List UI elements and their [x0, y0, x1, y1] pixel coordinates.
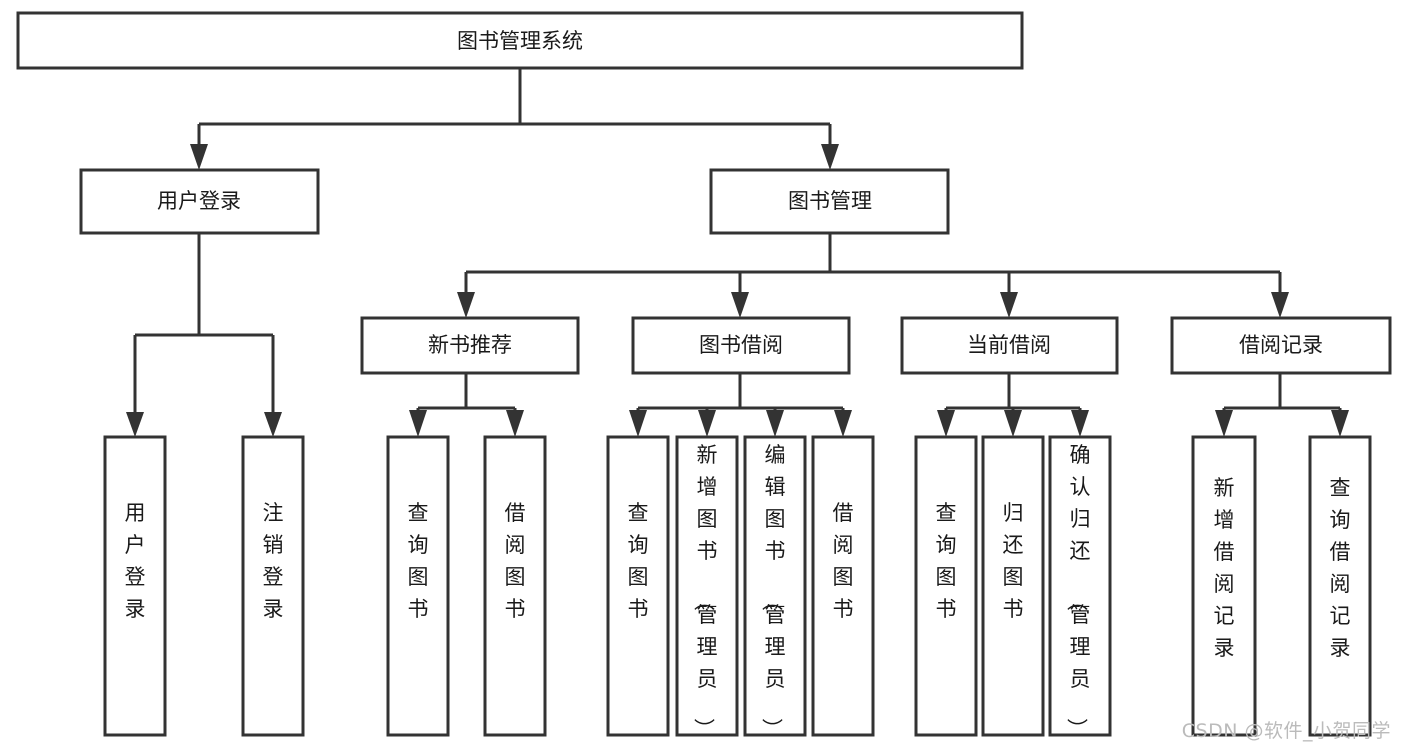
node-leaf-query-book-1-box[interactable]	[386, 435, 450, 737]
node-leaf-query-record[interactable]: 查询借阅记录	[1308, 435, 1372, 737]
node-leaf-add-book-label: 新增图书（管理员）	[692, 443, 718, 739]
connector-group-user-login	[126, 233, 282, 437]
node-current-borrow[interactable]: 当前借阅	[900, 316, 1119, 375]
node-leaf-add-record[interactable]: 新增借阅记录	[1191, 435, 1257, 737]
node-leaf-edit-book-box[interactable]	[743, 435, 807, 737]
node-user-login-box[interactable]	[79, 168, 320, 235]
node-leaf-logout-login[interactable]: 注销登录	[241, 435, 305, 737]
arrow-head-leaf-user-login	[126, 412, 144, 437]
node-book-borrow[interactable]: 图书借阅	[631, 316, 851, 375]
node-leaf-borrow-book-2[interactable]: 借阅图书	[811, 435, 875, 737]
node-leaf-borrow-book-2-label: 借阅图书	[833, 501, 854, 621]
arrow-head-borrow-record	[1271, 292, 1289, 318]
arrow-head-book-manage	[821, 144, 839, 170]
node-leaf-add-book[interactable]: 新增图书（管理员）	[675, 435, 739, 739]
arrow-head-leaf-query-book-3	[937, 410, 955, 437]
connector-group-new-book-recommend	[409, 373, 524, 437]
arrow-head-new-book-recommend	[457, 292, 475, 318]
node-leaf-query-book-2-box[interactable]	[606, 435, 670, 737]
node-book-borrow-label: 图书借阅	[699, 333, 783, 357]
node-leaf-edit-book[interactable]: 编辑图书（管理员）	[743, 435, 807, 739]
node-book-manage[interactable]: 图书管理	[709, 168, 950, 235]
node-borrow-record-box[interactable]	[1170, 316, 1392, 375]
node-leaf-confirm-return-box[interactable]	[1048, 435, 1112, 737]
arrow-head-leaf-logout-login	[264, 412, 282, 437]
node-new-book-recommend[interactable]: 新书推荐	[360, 316, 580, 375]
node-leaf-return-book-label: 归还图书	[1003, 501, 1024, 621]
node-root[interactable]: 图书管理系统	[16, 11, 1024, 70]
node-leaf-logout-login-box[interactable]	[241, 435, 305, 737]
node-borrow-record-label: 借阅记录	[1239, 333, 1323, 357]
connector-group-current-borrow	[937, 373, 1089, 437]
node-leaf-query-book-1-label: 查询图书	[408, 501, 429, 621]
node-leaf-edit-book-label: 编辑图书（管理员）	[760, 443, 786, 739]
node-current-borrow-label: 当前借阅	[967, 333, 1051, 357]
arrow-head-leaf-add-book	[698, 410, 716, 437]
node-book-borrow-box[interactable]	[631, 316, 851, 375]
node-leaf-borrow-book-2-box[interactable]	[811, 435, 875, 737]
node-leaf-borrow-book-1[interactable]: 借阅图书	[483, 435, 547, 737]
node-leaf-query-record-box[interactable]	[1308, 435, 1372, 737]
arrow-head-leaf-edit-book	[766, 410, 784, 437]
node-leaf-confirm-return[interactable]: 确认归还（管理员）	[1048, 435, 1112, 739]
node-leaf-logout-login-label: 注销登录	[263, 501, 284, 621]
node-leaf-add-record-box[interactable]	[1191, 435, 1257, 737]
node-leaf-query-book-3-label: 查询图书	[936, 501, 957, 621]
node-leaf-query-book-3[interactable]: 查询图书	[914, 435, 978, 737]
arrow-head-user-login	[190, 144, 208, 170]
connector-group-borrow-record	[1215, 373, 1349, 437]
node-book-manage-box[interactable]	[709, 168, 950, 235]
node-user-login-label: 用户登录	[157, 189, 241, 213]
node-new-book-recommend-label: 新书推荐	[428, 333, 512, 357]
node-root-label: 图书管理系统	[457, 29, 583, 53]
arrow-head-book-borrow	[731, 292, 749, 318]
arrow-head-leaf-return-book	[1004, 410, 1022, 437]
arrow-head-current-borrow	[1000, 292, 1018, 318]
node-leaf-user-login-box[interactable]	[103, 435, 167, 737]
node-leaf-query-book-1[interactable]: 查询图书	[386, 435, 450, 737]
connector-group-book-manage	[457, 233, 1289, 318]
node-leaf-user-login[interactable]: 用户登录	[103, 435, 167, 737]
node-current-borrow-box[interactable]	[900, 316, 1119, 375]
node-leaf-query-book-3-box[interactable]	[914, 435, 978, 737]
arrow-head-leaf-borrow-book-1	[506, 410, 524, 437]
node-leaf-borrow-book-1-box[interactable]	[483, 435, 547, 737]
node-borrow-record[interactable]: 借阅记录	[1170, 316, 1392, 375]
arrow-head-leaf-add-record	[1215, 410, 1233, 437]
node-leaf-borrow-book-1-label: 借阅图书	[505, 501, 526, 621]
connector-group-root	[190, 68, 839, 170]
arrow-head-leaf-borrow-book-2	[834, 410, 852, 437]
node-leaf-query-book-2[interactable]: 查询图书	[606, 435, 670, 737]
node-book-manage-label: 图书管理	[788, 189, 872, 213]
node-leaf-return-book[interactable]: 归还图书	[981, 435, 1045, 737]
node-new-book-recommend-box[interactable]	[360, 316, 580, 375]
arrow-head-leaf-query-book-2	[629, 410, 647, 437]
connector-group-book-borrow	[629, 373, 852, 437]
arrow-head-leaf-query-record	[1331, 410, 1349, 437]
node-leaf-confirm-return-label: 确认归还（管理员）	[1065, 443, 1091, 739]
node-leaf-query-record-label: 查询借阅记录	[1330, 476, 1351, 660]
node-leaf-user-login-label: 用户登录	[125, 501, 146, 621]
node-leaf-return-book-box[interactable]	[981, 435, 1045, 737]
arrow-head-leaf-confirm-return	[1071, 410, 1089, 437]
node-user-login[interactable]: 用户登录	[79, 168, 320, 235]
node-leaf-query-book-2-label: 查询图书	[628, 501, 649, 621]
node-leaf-add-record-label: 新增借阅记录	[1214, 476, 1235, 660]
node-root-box[interactable]	[16, 11, 1024, 70]
node-leaf-add-book-box[interactable]	[675, 435, 739, 737]
arrow-head-leaf-query-book-1	[409, 410, 427, 437]
